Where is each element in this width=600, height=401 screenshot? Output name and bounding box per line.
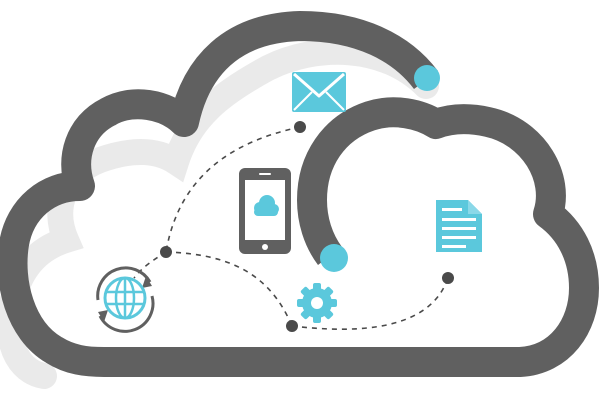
node-gear bbox=[286, 320, 298, 332]
smartphone-icon bbox=[239, 168, 291, 254]
cloud-icon bbox=[254, 195, 279, 216]
globe-sync-icon bbox=[96, 266, 155, 333]
cloud-outline bbox=[0, 11, 599, 377]
envelope-icon bbox=[292, 72, 346, 112]
cloud-shadow bbox=[0, 38, 439, 389]
gear-icon bbox=[297, 283, 337, 323]
node-hub bbox=[160, 246, 172, 258]
cloud-end-cap-inner bbox=[320, 244, 348, 272]
node-document bbox=[442, 272, 454, 284]
connector-mail bbox=[165, 126, 301, 253]
connector-center bbox=[165, 251, 293, 327]
connector-globe bbox=[133, 251, 167, 279]
connector-right bbox=[291, 277, 449, 330]
connector-nodes bbox=[160, 121, 454, 332]
document-icon bbox=[436, 200, 482, 252]
node-mail bbox=[294, 121, 306, 133]
cloud-end-cap-top bbox=[414, 65, 440, 91]
